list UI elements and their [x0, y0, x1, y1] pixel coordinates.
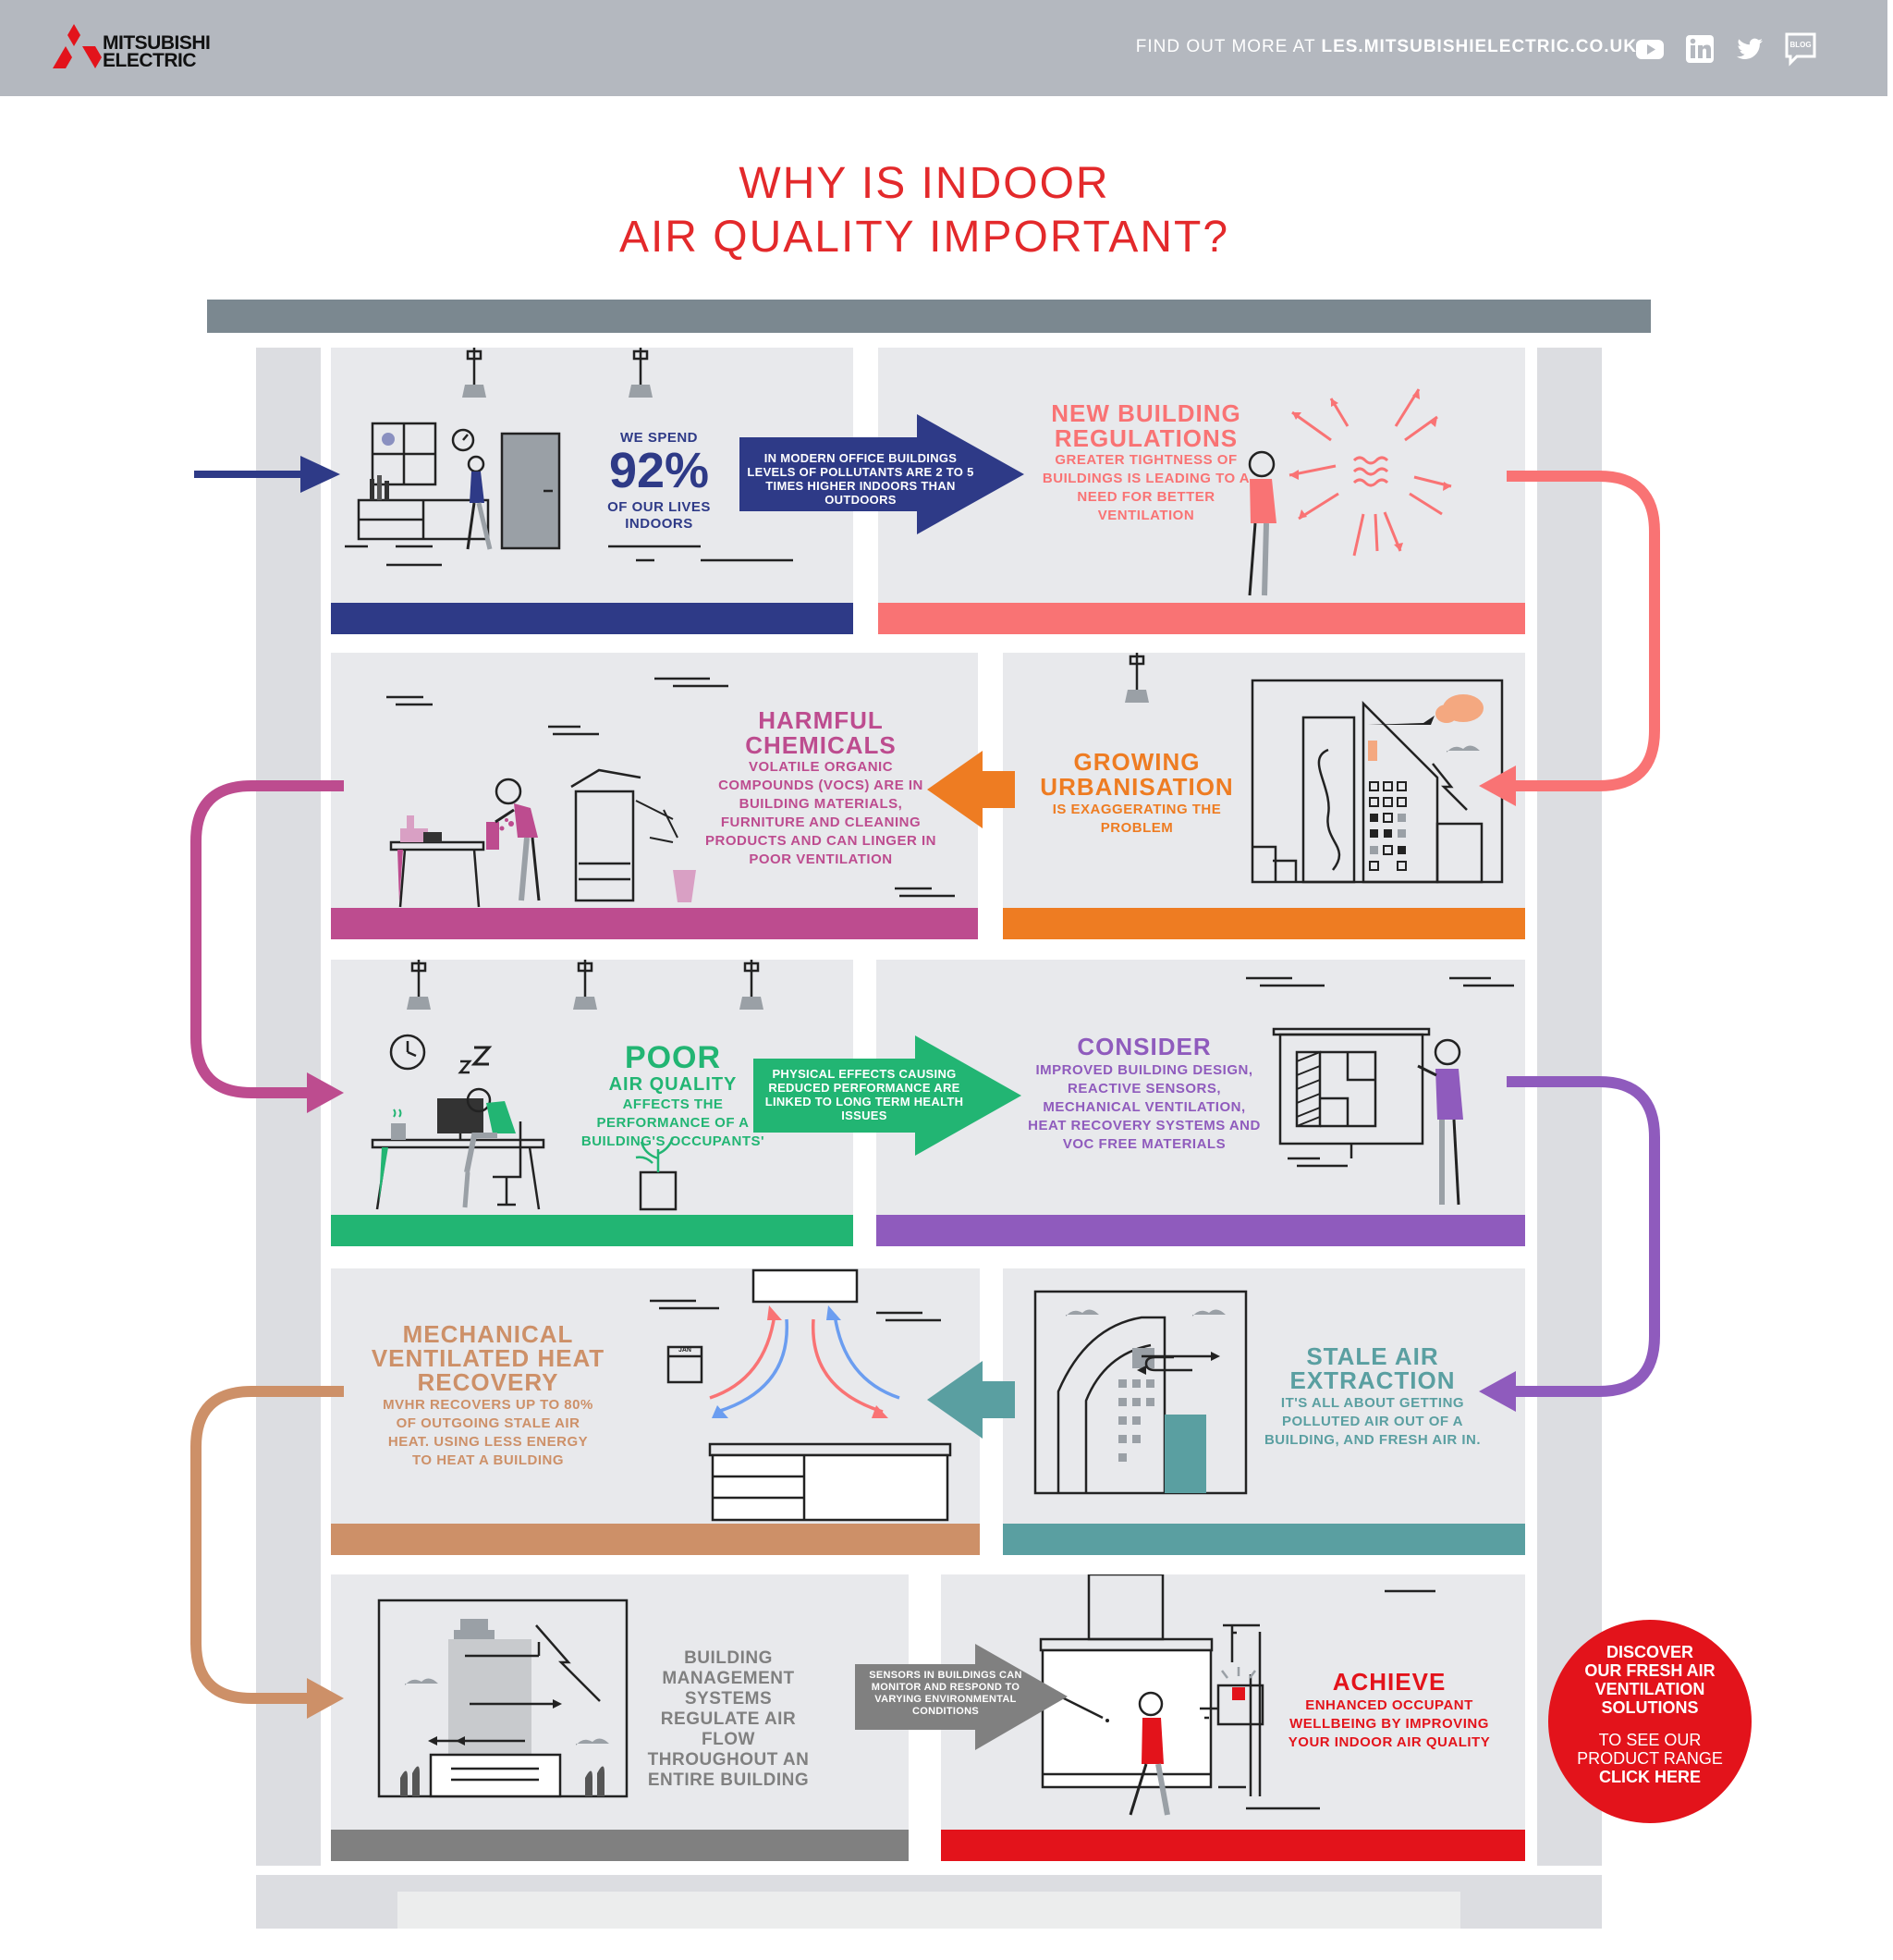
brand-name[interactable]: MITSUBISHI ELECTRIC	[103, 32, 211, 71]
mitsubishi-logo-icon[interactable]	[46, 24, 222, 76]
floor-bar	[876, 1215, 1525, 1246]
section-title-line1: STALE AIR	[1306, 1342, 1439, 1370]
building-left-pillar	[256, 348, 321, 1866]
city-skyline-illustration	[1125, 653, 1504, 884]
cta-line4: SOLUTIONS	[1601, 1698, 1699, 1717]
panel-harmful-chemicals: HARMFUL CHEMICALS VOLATILE ORGANIC COMPO…	[331, 653, 978, 939]
blog-label: BLOG	[1789, 41, 1812, 49]
cleaning-office-illustration	[386, 677, 955, 908]
section-title-line1: HARMFUL	[758, 706, 884, 734]
pollutants-arrow-text: IN MODERN OFFICE BUILDINGS LEVELS OF POL…	[747, 451, 974, 507]
building-roof	[207, 300, 1651, 333]
brand-name-line2: ELECTRIC	[103, 50, 197, 71]
section-title: CONSIDER	[1077, 1033, 1212, 1060]
page-title-line2: AIR QUALITY IMPORTANT?	[618, 213, 1230, 262]
stat-suffix-line2: INDOORS	[625, 516, 693, 532]
cta-line1: DISCOVER	[1606, 1643, 1694, 1661]
building-steps	[397, 1892, 1460, 1929]
header-bar	[0, 0, 1887, 96]
section-title-line2: EXTRACTION	[1289, 1366, 1456, 1394]
blog-icon[interactable]: BLOG	[1784, 31, 1817, 67]
entry-arrow-icon	[194, 456, 340, 493]
sensors-arrow-text: SENSORS IN BUILDINGS CAN MONITOR AND RES…	[869, 1670, 1022, 1717]
section-title-line1: MECHANICAL	[402, 1320, 574, 1348]
section-body: IMPROVED BUILDING DESIGN, REACTIVE SENSO…	[1028, 1062, 1261, 1152]
section-body: IS EXAGGERATING THE PROBLEM	[1052, 802, 1222, 836]
section-title-line2: AIR QUALITY	[608, 1074, 738, 1095]
section-title: ACHIEVE	[1332, 1668, 1447, 1696]
section-title-line1: POOR	[624, 1040, 722, 1075]
section-title-line2: URBANISATION	[1040, 773, 1234, 801]
floor-bar	[331, 908, 978, 939]
section-body: MVHR RECOVERS UP TO 80% OF OUTGOING STAL…	[383, 1397, 593, 1468]
floor-bar	[331, 1830, 909, 1861]
section-body: ENHANCED OCCUPANT WELLBEING BY IMPROVING…	[1288, 1697, 1491, 1750]
find-out-more-prefix: FIND OUT MORE AT	[1135, 37, 1316, 56]
section-body: AFFECTS THE PERFORMANCE OF A BUILDING'S …	[580, 1096, 765, 1149]
stat-suffix-line1: OF OUR LIVES	[607, 499, 711, 515]
floor-bar	[331, 1524, 980, 1555]
section-title-line3: RECOVERY	[417, 1368, 559, 1396]
stat-percentage: 92%	[608, 443, 710, 498]
cta-line2: OUR FRESH AIR	[1584, 1661, 1716, 1680]
page-title: WHY IS INDOOR AIR QUALITY IMPORTANT?	[0, 157, 1849, 264]
section-title-line2: CHEMICALS	[745, 731, 897, 759]
health-effects-arrow-text: PHYSICAL EFFECTS CAUSING REDUCED PERFORM…	[764, 1067, 964, 1122]
sensors-arrow	[855, 1644, 1068, 1750]
building-extraction-illustration	[1033, 1290, 1248, 1495]
teal-left-arrow-icon	[927, 1361, 1015, 1439]
cta-click-here[interactable]: CLICK HERE	[1598, 1768, 1701, 1786]
sensor-room-illustration	[1039, 1574, 1435, 1816]
section-title-line1: GROWING	[1073, 748, 1201, 776]
tired-worker-illustration	[371, 960, 763, 1211]
office-door-illustration	[345, 348, 793, 567]
section-body: BUILDING MANAGEMENT SYSTEMS REGULATE AIR…	[647, 1648, 810, 1790]
section-title-line2: REGULATIONS	[1054, 424, 1239, 452]
bms-building-illustration	[377, 1599, 629, 1798]
discover-solutions-button[interactable]: DISCOVER OUR FRESH AIR VENTILATION SOLUT…	[1548, 1620, 1752, 1823]
find-out-more-link[interactable]: FIND OUT MORE AT LES.MITSUBISHIELECTRIC.…	[1136, 37, 1637, 57]
pressure-person-illustration	[1248, 388, 1452, 596]
presentation-board-illustration	[1246, 976, 1514, 1206]
stat-prefix: WE SPEND	[619, 430, 698, 446]
find-out-more-url[interactable]: LES.MITSUBISHIELECTRIC.CO.UK	[1321, 37, 1637, 56]
cta-line5: TO SEE OUR	[1598, 1731, 1702, 1749]
cta-line6: PRODUCT RANGE	[1577, 1749, 1723, 1768]
section-title-line2: VENTILATED HEAT	[371, 1344, 605, 1372]
health-effects-arrow	[753, 1035, 1021, 1156]
floor-bar	[878, 603, 1525, 634]
section-body: GREATER TIGHTNESS OF BUILDINGS IS LEADIN…	[1042, 452, 1251, 523]
panel-achieve: ACHIEVE ENHANCED OCCUPANT WELLBEING BY I…	[941, 1574, 1525, 1861]
twitter-icon[interactable]	[1734, 33, 1765, 65]
floor-bar	[1003, 908, 1525, 939]
panel-mvhr: JAN MECHANICAL VENTILATED HEAT RECOVERY …	[331, 1268, 980, 1555]
floor-bar	[331, 1215, 853, 1246]
pollutants-arrow	[739, 414, 1024, 534]
panel-building-management: BUILDING MANAGEMENT SYSTEMS REGULATE AIR…	[331, 1574, 909, 1861]
heat-recovery-unit-illustration	[650, 1268, 952, 1522]
floor-bar	[941, 1830, 1525, 1861]
section-body: IT'S ALL ABOUT GETTING POLLUTED AIR OUT …	[1264, 1395, 1482, 1448]
cta-line3: VENTILATION	[1594, 1680, 1705, 1698]
floor-bar	[1003, 1524, 1525, 1555]
page-title-line1: WHY IS INDOOR	[739, 159, 1110, 208]
panel-stale-air-extraction: STALE AIR EXTRACTION IT'S ALL ABOUT GETT…	[1003, 1268, 1525, 1555]
section-title-line1: NEW BUILDING	[1051, 399, 1241, 427]
orange-left-arrow-icon	[927, 751, 1015, 828]
section-body: VOLATILE ORGANIC COMPOUNDS (VOCS) ARE IN…	[705, 759, 936, 867]
youtube-icon[interactable]	[1634, 33, 1666, 65]
brand-name-line1: MITSUBISHI	[103, 32, 211, 54]
calendar-month-label: JAN	[678, 1347, 691, 1354]
linkedin-icon[interactable]	[1684, 33, 1716, 65]
floor-bar	[331, 603, 853, 634]
panel-growing-urbanisation: GROWING URBANISATION IS EXAGGERATING THE…	[1003, 653, 1525, 939]
